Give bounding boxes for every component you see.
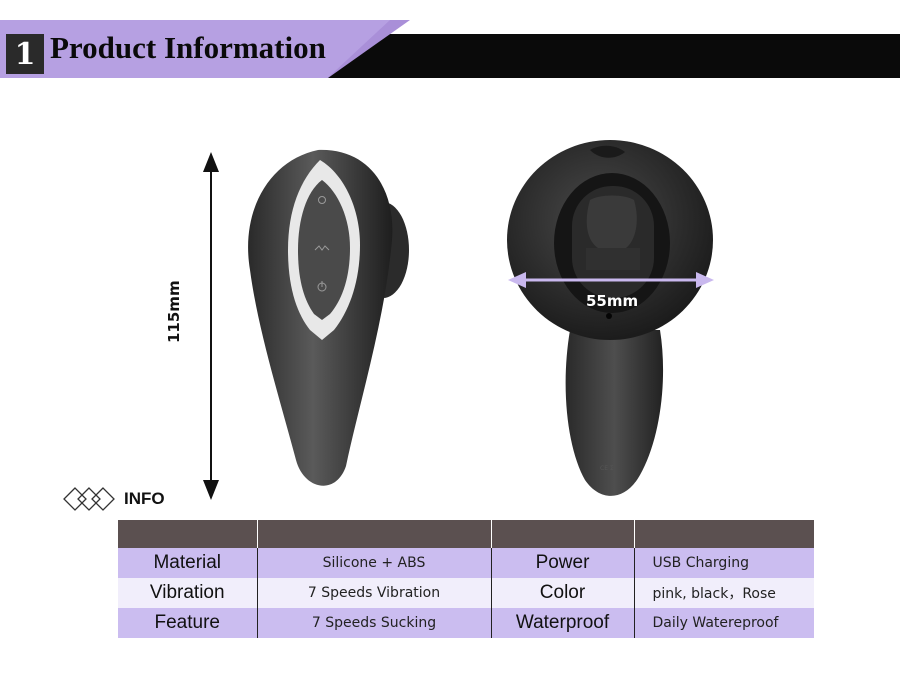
banner-purple-bar xyxy=(0,20,390,78)
spec-value: Daily Watereproof xyxy=(634,608,814,638)
height-dimension-arrow xyxy=(203,152,219,500)
width-label: 55mm xyxy=(586,292,639,310)
table-row: Material Silicone + ABS Power USB Chargi… xyxy=(118,548,814,578)
product-illustration: CE Σ xyxy=(203,140,714,500)
spec-value: pink, black，Rose xyxy=(634,578,814,608)
spec-label: Vibration xyxy=(118,578,258,608)
spec-value: USB Charging xyxy=(634,548,814,578)
spec-value: Silicone + ABS xyxy=(257,548,492,578)
specs-table: Material Silicone + ABS Power USB Chargi… xyxy=(118,520,814,638)
banner-black-bar xyxy=(300,34,900,78)
spec-label: Feature xyxy=(118,608,258,638)
spec-label: Color xyxy=(491,578,635,608)
svg-text:CE Σ: CE Σ xyxy=(600,465,614,472)
height-label: 115mm xyxy=(165,280,183,343)
table-row: Vibration 7 Speeds Vibration Color pink,… xyxy=(118,578,814,608)
section-number: 1 xyxy=(6,34,44,74)
table-header-row xyxy=(118,520,814,548)
spec-label: Waterproof xyxy=(491,608,635,638)
table-row: Feature 7 Speeds Sucking Waterproof Dail… xyxy=(118,608,814,638)
table-header-cell xyxy=(491,520,635,548)
width-dimension-arrow xyxy=(508,272,714,288)
info-label: INFO xyxy=(124,489,165,508)
header-banner: 1 Product Information xyxy=(0,20,900,80)
info-heading: INFO xyxy=(62,484,165,514)
table-header-cell xyxy=(634,520,814,548)
page-title: Product Information xyxy=(50,30,326,65)
spec-value: 7 Speeds Sucking xyxy=(257,608,492,638)
table-header-cell xyxy=(118,520,258,548)
device-front-view xyxy=(248,149,409,486)
spec-value: 7 Speeds Vibration xyxy=(257,578,492,608)
table-header-cell xyxy=(257,520,492,548)
spec-label: Material xyxy=(118,548,258,578)
diamond-chevrons-icon xyxy=(63,487,115,511)
device-side-view: CE Σ xyxy=(507,140,713,496)
spec-label: Power xyxy=(491,548,635,578)
